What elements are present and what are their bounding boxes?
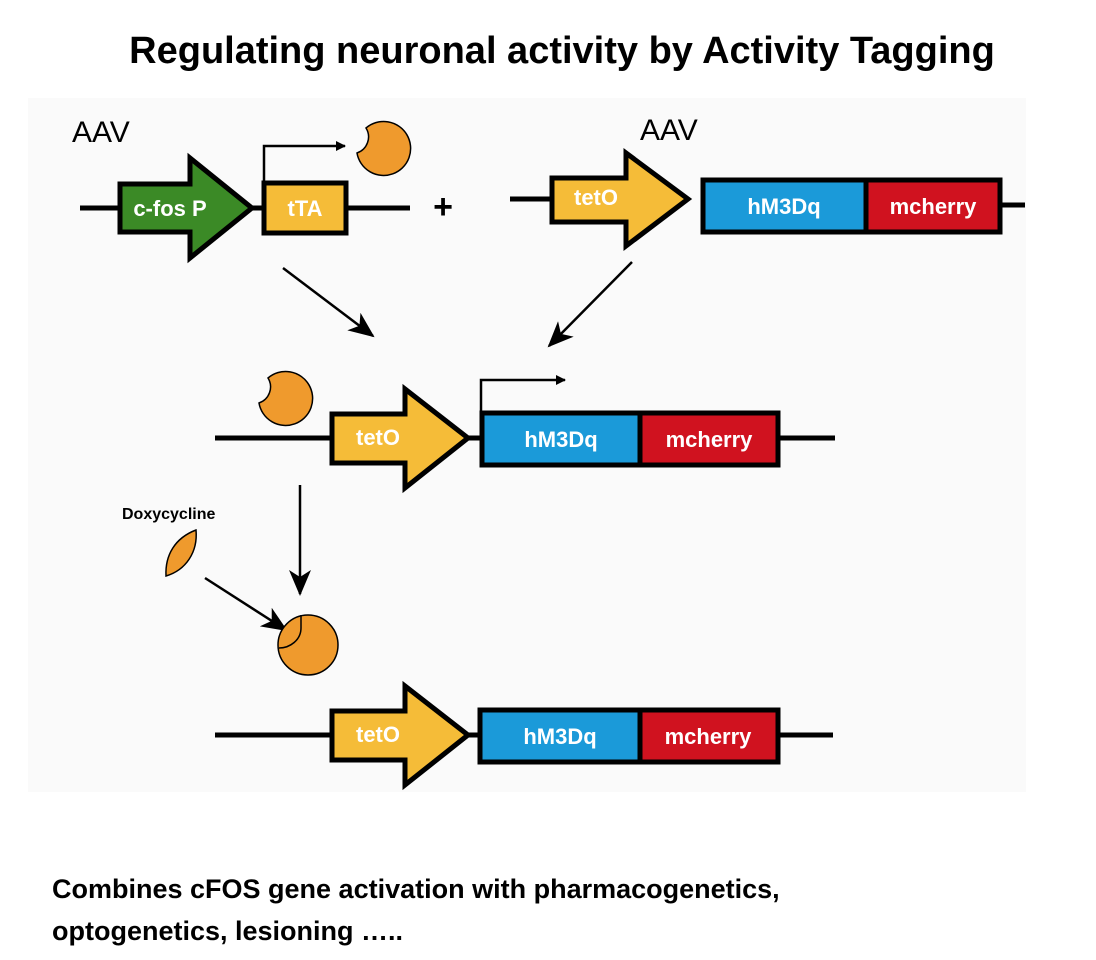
teto-arrow <box>329 680 473 791</box>
title: Regulating neuronal activity by Activity… <box>129 30 995 72</box>
teto-label: tetO <box>356 722 400 747</box>
aav-label-right: AAV <box>640 114 698 147</box>
mcherry-box <box>637 410 781 468</box>
mcherry-box <box>637 707 781 765</box>
cfos-promoter-label: c-fos P <box>133 196 206 221</box>
teto-label: tetO <box>574 185 618 210</box>
mcherry-label: mcherry <box>666 427 754 452</box>
arrow-doxycycline <box>204 576 288 632</box>
mcherry-label: mcherry <box>890 194 978 219</box>
tta-label: tTA <box>287 196 322 221</box>
teto-label: tetO <box>356 425 400 450</box>
arrow-right-to-combined <box>547 261 633 348</box>
hm3dq-label: hM3Dq <box>747 194 820 219</box>
tta-protein-icon <box>356 120 412 177</box>
doxycycline-label: Doxycycline <box>122 506 215 523</box>
caption-line-1: Combines cFOS gene activation with pharm… <box>52 874 780 904</box>
hm3dq-box <box>479 410 643 468</box>
teto-arrow <box>549 148 693 252</box>
teto-arrow <box>329 383 473 494</box>
hm3dq-box <box>700 177 869 235</box>
plus-sign: + <box>433 188 453 226</box>
doxycycline-icon <box>165 528 197 577</box>
transcription-arrow <box>262 141 346 183</box>
transcription-arrow <box>479 375 566 413</box>
cfos-promoter-arrow <box>117 152 256 264</box>
construct-inactive: tetO hM3Dq mcherry <box>215 680 833 791</box>
tta-doxycycline-complex-icon <box>277 614 339 676</box>
hm3dq-label: hM3Dq <box>524 427 597 452</box>
construct-cfos-tta: c-fos P tTA <box>80 120 412 264</box>
hm3dq-label: hM3Dq <box>523 724 596 749</box>
caption-line-2: optogenetics, lesioning ….. <box>52 916 403 946</box>
construct-teto-hm3dq: tetO hM3Dq mcherry <box>510 148 1025 252</box>
mcherry-label: mcherry <box>665 724 753 749</box>
tta-protein-icon <box>258 370 314 427</box>
arrow-left-to-combined <box>282 267 375 338</box>
aav-label-left: AAV <box>72 116 130 149</box>
construct-bound-active: tetO hM3Dq mcherry <box>215 370 835 494</box>
